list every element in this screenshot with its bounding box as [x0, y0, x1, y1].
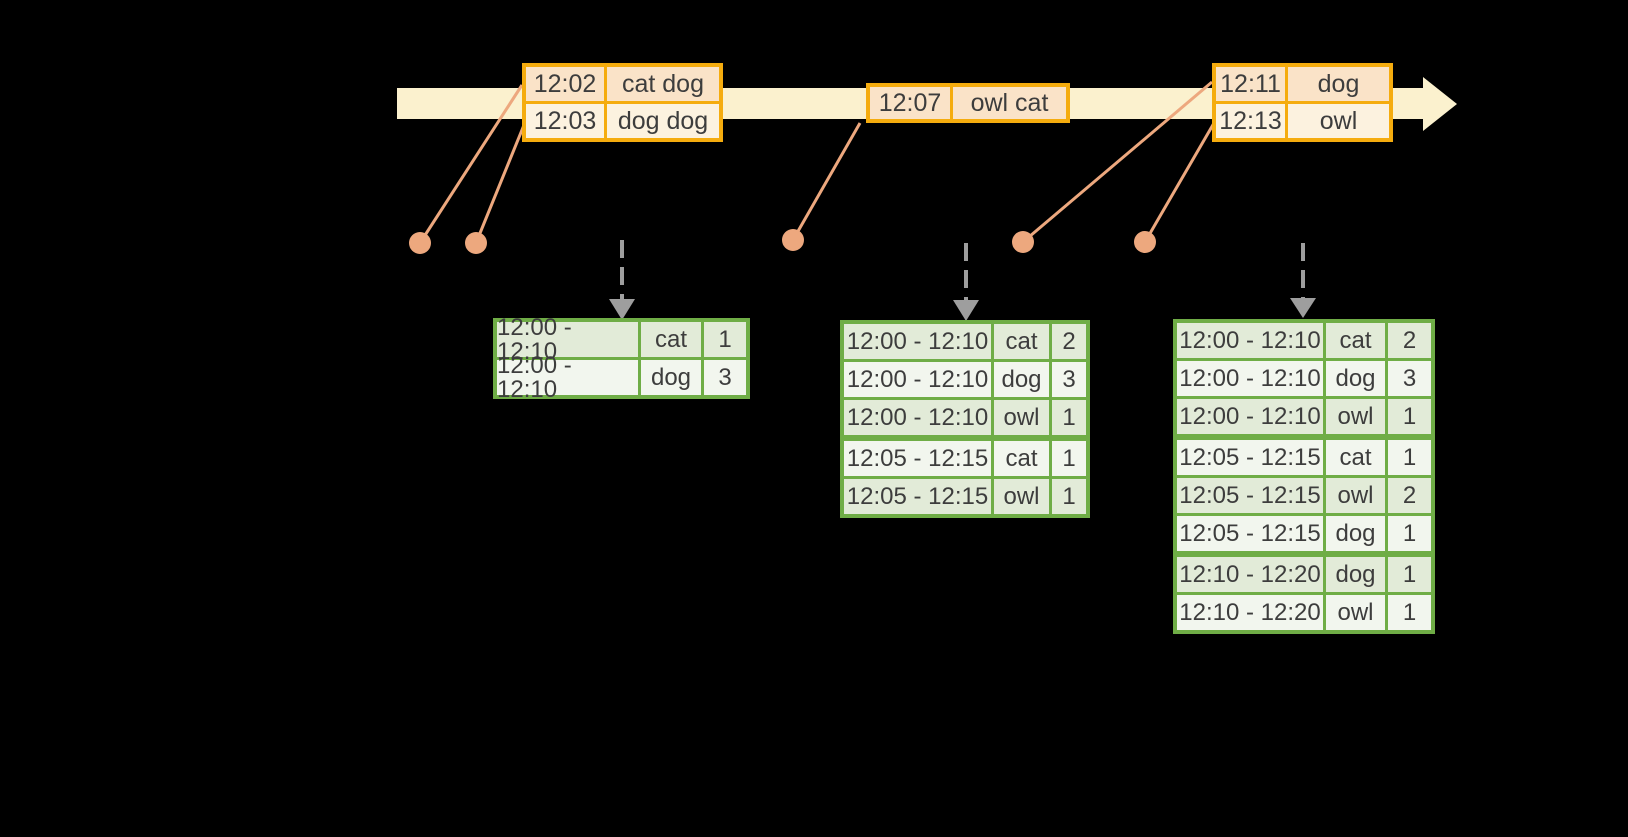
window-cell: 12:10 - 12:20 [1177, 557, 1323, 592]
event-dot-1211 [1012, 231, 1034, 253]
window-cell: 12:05 - 12:15 [1177, 440, 1323, 475]
table-row: 12:00 - 12:10 owl 1 [1177, 399, 1431, 434]
count-cell: 1 [1388, 595, 1431, 630]
word-cell: cat [994, 324, 1049, 359]
window-cell: 12:10 - 12:20 [1177, 595, 1323, 630]
count-cell: 1 [1052, 479, 1086, 514]
event-dot-1203 [465, 232, 487, 254]
event-row: 12:11 dog [1216, 67, 1389, 101]
word-cell: cat [1326, 440, 1385, 475]
count-cell: 2 [1388, 323, 1431, 358]
window-cell: 12:00 - 12:10 [844, 324, 991, 359]
word-cell: owl [1326, 478, 1385, 513]
table-row: 12:05 - 12:15 dog 1 [1177, 516, 1431, 551]
event-words-cell: owl cat [953, 87, 1066, 119]
word-cell: dog [1326, 516, 1385, 551]
table-row: 12:10 - 12:20 owl 1 [1177, 595, 1431, 630]
connector-line-1211 [1022, 80, 1213, 244]
event-dot-1207 [782, 229, 804, 251]
count-cell: 1 [1052, 441, 1086, 476]
word-cell: dog [994, 362, 1049, 397]
word-cell: cat [641, 322, 701, 357]
window-cell: 12:05 - 12:15 [844, 479, 991, 514]
table-row: 12:05 - 12:15 owl 2 [1177, 478, 1431, 513]
event-dot-1202 [409, 232, 431, 254]
result-table-1: 12:00 - 12:10 cat 1 12:00 - 12:10 dog 3 [493, 315, 750, 401]
connector-line-1202 [418, 84, 524, 244]
count-cell: 1 [1388, 557, 1431, 592]
count-cell: 3 [1388, 361, 1431, 396]
table-row: 12:00 - 12:10 owl 1 [844, 400, 1086, 435]
table-row: 12:10 - 12:20 dog 1 [1177, 557, 1431, 592]
event-row: 12:07 owl cat [870, 87, 1066, 119]
window-cell: 12:00 - 12:10 [497, 315, 638, 363]
table-row: 12:00 - 12:10 cat 2 [844, 324, 1086, 359]
table-row: 12:00 - 12:10 dog 3 [844, 362, 1086, 397]
event-box-2: 12:07 owl cat [866, 83, 1070, 123]
count-cell: 1 [1052, 400, 1086, 435]
trigger-arrow-3-head-icon [1290, 298, 1316, 318]
word-cell: owl [1326, 399, 1385, 434]
word-cell: dog [1326, 557, 1385, 592]
count-cell: 2 [1052, 324, 1086, 359]
count-cell: 2 [1388, 478, 1431, 513]
result-table-3: 12:00 - 12:10 cat 2 12:00 - 12:10 dog 3 … [1173, 319, 1435, 634]
table-row: 12:05 - 12:15 owl 1 [844, 479, 1086, 514]
event-words-cell: cat dog [607, 67, 719, 101]
count-cell: 1 [704, 322, 746, 357]
event-time-cell: 12:03 [526, 104, 604, 138]
event-words-cell: owl [1288, 104, 1389, 138]
trigger-arrow-1-head-icon [609, 299, 635, 320]
window-cell: 12:05 - 12:15 [1177, 478, 1323, 513]
count-cell: 3 [1052, 362, 1086, 397]
event-dot-1213 [1134, 231, 1156, 253]
result-table-2: 12:00 - 12:10 cat 2 12:00 - 12:10 dog 3 … [840, 320, 1090, 518]
word-cell: dog [1326, 361, 1385, 396]
event-time-cell: 12:11 [1216, 67, 1285, 101]
count-cell: 1 [1388, 399, 1431, 434]
connector-line-1203 [474, 124, 526, 244]
word-cell: cat [1326, 323, 1385, 358]
window-cell: 12:00 - 12:10 [1177, 323, 1323, 358]
trigger-arrow-2-head-icon [953, 300, 979, 321]
table-row: 12:00 - 12:10 cat 2 [1177, 323, 1431, 358]
table-row: 12:05 - 12:15 cat 1 [844, 441, 1086, 476]
window-cell: 12:00 - 12:10 [844, 400, 991, 435]
table-row: 12:00 - 12:10 dog 3 [497, 353, 746, 401]
window-cell: 12:00 - 12:10 [497, 353, 638, 401]
table-row: 12:00 - 12:10 dog 3 [1177, 361, 1431, 396]
count-cell: 3 [704, 360, 746, 395]
word-cell: owl [994, 479, 1049, 514]
event-time-cell: 12:02 [526, 67, 604, 101]
word-cell: dog [641, 360, 701, 395]
event-time-cell: 12:13 [1216, 104, 1285, 138]
event-row: 12:02 cat dog [526, 67, 719, 101]
event-words-cell: dog [1288, 67, 1389, 101]
event-time-cell: 12:07 [870, 87, 950, 119]
count-cell: 1 [1388, 516, 1431, 551]
table-row: 12:00 - 12:10 cat 1 [497, 315, 746, 363]
word-cell: cat [994, 441, 1049, 476]
event-row: 12:03 dog dog [526, 104, 719, 138]
window-cell: 12:05 - 12:15 [1177, 516, 1323, 551]
event-box-1: 12:02 cat dog 12:03 dog dog [522, 63, 723, 142]
window-cell: 12:00 - 12:10 [1177, 399, 1323, 434]
word-cell: owl [994, 400, 1049, 435]
connector-line-1213 [1143, 122, 1216, 243]
table-row: 12:05 - 12:15 cat 1 [1177, 440, 1431, 475]
window-cell: 12:00 - 12:10 [844, 362, 991, 397]
window-cell: 12:00 - 12:10 [1177, 361, 1323, 396]
timeline-arrowhead-icon [1423, 77, 1457, 131]
connector-line-1207 [791, 122, 862, 241]
event-row: 12:13 owl [1216, 104, 1389, 138]
window-cell: 12:05 - 12:15 [844, 441, 991, 476]
word-cell: owl [1326, 595, 1385, 630]
event-box-3: 12:11 dog 12:13 owl [1212, 63, 1393, 142]
event-words-cell: dog dog [607, 104, 719, 138]
count-cell: 1 [1388, 440, 1431, 475]
